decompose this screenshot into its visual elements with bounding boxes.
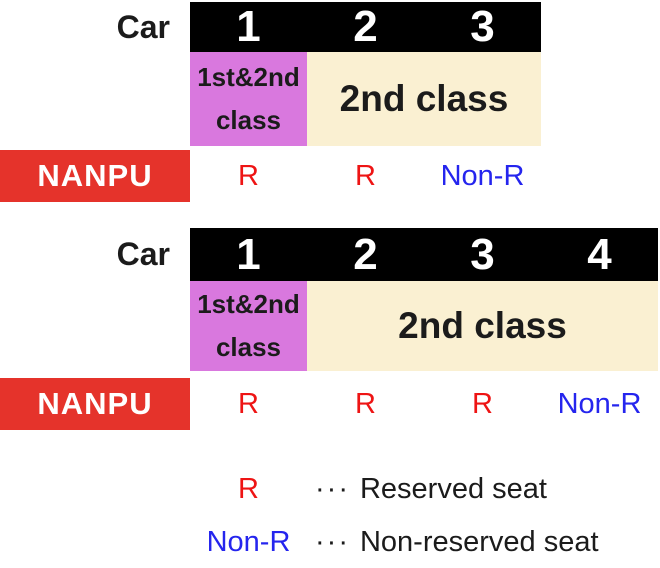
first-class-cell-line1: 1st&2nd <box>197 62 300 92</box>
legend-reserved-key: R <box>238 472 259 505</box>
train-seat-row: NANPU R R R Non-R <box>0 378 658 430</box>
car-number-1: 1 <box>236 229 261 279</box>
legend-non-reserved-description: Non-reserved seat <box>359 525 599 558</box>
second-class-cell: 2nd class <box>307 281 658 371</box>
first-class-cell-line1: 1st&2nd <box>197 289 300 319</box>
first-and-second-class-cell: 1st&2nd class <box>190 52 307 146</box>
legend: R ··· Reserved seat Non-R ··· Non-reserv… <box>0 472 599 568</box>
train-name-badge: NANPU <box>0 150 190 202</box>
train-seat-row: NANPU R R Non-R <box>0 150 541 202</box>
seat-type-car1: R <box>238 159 259 192</box>
train-name-badge: NANPU <box>0 378 190 430</box>
car-number-3: 3 <box>470 229 495 279</box>
car-row-label: Car <box>116 236 170 272</box>
legend-separator-dots: ··· <box>315 472 350 505</box>
second-class-cell: 2nd class <box>307 52 541 146</box>
car-number-header-row: Car 1 2 3 <box>0 2 541 52</box>
seat-type-car3: Non-R <box>440 159 525 192</box>
first-class-cell-line2: class <box>215 332 282 362</box>
legend-separator-dots: ··· <box>315 525 350 558</box>
car-number-2: 2 <box>353 229 378 279</box>
legend-reserved-row: R ··· Reserved seat <box>0 472 599 505</box>
car-number-bar: 1 2 3 <box>190 2 541 52</box>
legend-reserved-description: Reserved seat <box>359 472 547 505</box>
nanpu-3car-table: Car 1 2 3 1st&2nd class 2nd class NANPU … <box>0 2 541 202</box>
row-label-spacer <box>0 52 190 146</box>
car-row-label: Car <box>116 8 170 45</box>
seat-class-row: 1st&2nd class 2nd class <box>0 52 541 146</box>
seat-type-car2: R <box>355 387 376 420</box>
car-number-header-row: Car 1 2 3 4 <box>0 228 658 281</box>
seat-type-car1: R <box>238 387 259 420</box>
car-number-2: 2 <box>353 2 378 51</box>
legend-non-reserved-key: Non-R <box>206 525 291 558</box>
row-label-spacer <box>0 281 190 371</box>
seat-type-car4: Non-R <box>557 387 642 420</box>
car-number-bar: 1 2 3 4 <box>190 228 658 281</box>
car-number-3: 3 <box>470 2 495 51</box>
seat-type-car3: R <box>472 387 493 420</box>
nanpu-4car-table: Car 1 2 3 4 1st&2nd class 2nd class NANP… <box>0 228 658 430</box>
legend-non-reserved-row: Non-R ··· Non-reserved seat <box>0 525 599 558</box>
seat-class-row: 1st&2nd class 2nd class <box>0 281 658 371</box>
first-class-cell-line2: class <box>215 105 282 135</box>
car-number-1: 1 <box>236 2 261 51</box>
seat-type-car2: R <box>355 159 376 192</box>
first-and-second-class-cell: 1st&2nd class <box>190 281 307 371</box>
car-number-4: 4 <box>587 229 612 279</box>
